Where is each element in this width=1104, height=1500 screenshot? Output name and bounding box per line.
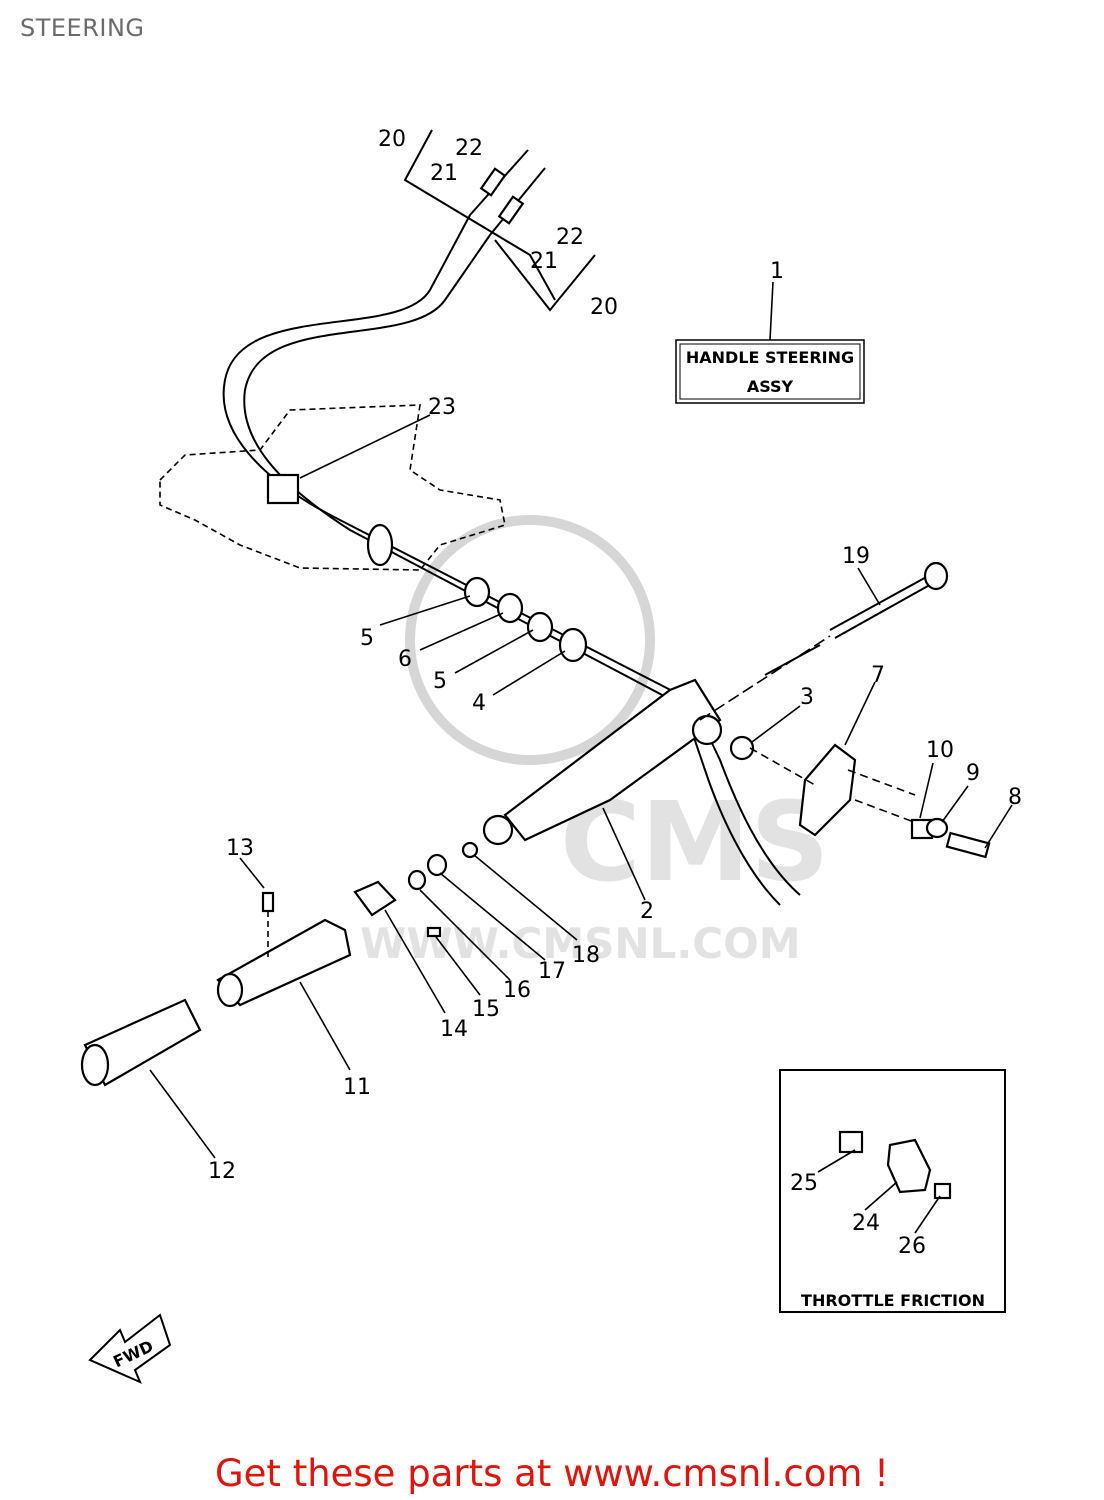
callout-8: 8 — [1008, 785, 1022, 810]
callout-4: 4 — [472, 691, 486, 716]
page-title: STEERING — [20, 14, 145, 42]
shaft-19 — [699, 561, 949, 721]
bolt-8 — [945, 831, 991, 859]
callout-22b: 22 — [556, 225, 584, 250]
callout-1: 1 — [770, 259, 784, 284]
steering-parts-diagram: CMS WWW.CMSNL.COM HANDLE STEERING ASSY — [80, 127, 1022, 1384]
callout-9: 9 — [966, 761, 980, 786]
nut-18 — [461, 841, 479, 859]
callout-13: 13 — [226, 836, 254, 861]
screw-15 — [426, 926, 442, 938]
grommet-5a — [463, 576, 491, 608]
callout-12: 12 — [208, 1159, 236, 1184]
engine-outline — [159, 404, 506, 571]
assembly-label-line1: HANDLE STEERING — [686, 348, 854, 367]
grommets — [366, 523, 588, 663]
callout-17: 17 — [538, 959, 566, 984]
callout-23: 23 — [428, 395, 456, 420]
inset-caption: THROTTLE FRICTION — [801, 1291, 985, 1310]
callout-20b: 20 — [590, 295, 618, 320]
assembly-label-line2: ASSY — [747, 377, 794, 396]
callout-7: 7 — [871, 663, 885, 688]
callout-15: 15 — [472, 997, 500, 1022]
friction-piece-24 — [886, 1138, 932, 1194]
grommet-5b — [526, 611, 554, 643]
fwd-arrow: FWD — [88, 1313, 172, 1384]
assembly-label-box: HANDLE STEERING ASSY — [675, 281, 865, 404]
callout-2: 2 — [640, 899, 654, 924]
watermark-logo-circle — [405, 515, 655, 765]
callouts: 1 2 3 4 5 5 6 7 8 9 10 11 12 13 14 15 16… — [208, 127, 1022, 1259]
callout-3: 3 — [800, 685, 814, 710]
bolt-25 — [838, 1130, 864, 1154]
callout-6: 6 — [398, 647, 412, 672]
throttle-grip-parts — [80, 841, 479, 1087]
throttle-cables — [222, 129, 801, 906]
throttle-friction-inset: THROTTLE FRICTION — [779, 1069, 1006, 1313]
get-parts-link[interactable]: Get these parts at www.cmsnl.com ! — [214, 1452, 889, 1495]
callout-10: 10 — [926, 738, 954, 763]
spring-17 — [426, 853, 448, 877]
cable-joint-21a — [479, 167, 507, 197]
callout-14: 14 — [440, 1017, 468, 1042]
collar-6 — [496, 592, 524, 624]
screw-13 — [261, 891, 275, 913]
callout-26: 26 — [898, 1234, 926, 1259]
callout-16: 16 — [503, 978, 531, 1003]
callout-5a: 5 — [360, 626, 374, 651]
callout-18: 18 — [572, 943, 600, 968]
cable-clamp-23 — [266, 473, 300, 505]
cable-joint-21b — [497, 195, 525, 225]
cam-14 — [353, 880, 397, 917]
nut-26 — [933, 1182, 952, 1200]
callout-11: 11 — [343, 1075, 371, 1100]
leader-lines — [149, 414, 1013, 1234]
callout-21b: 21 — [530, 249, 558, 274]
grommet-4 — [558, 627, 588, 663]
grommet-main — [366, 523, 394, 567]
friction-plate-group — [729, 735, 991, 859]
washer-3 — [729, 735, 755, 761]
callout-20a: 20 — [378, 127, 406, 152]
washer-16 — [407, 869, 427, 891]
washer-9 — [925, 817, 949, 839]
plate-7 — [798, 743, 857, 837]
callout-21a: 21 — [430, 161, 458, 186]
callout-5b: 5 — [433, 669, 447, 694]
callout-22a: 22 — [455, 136, 483, 161]
callout-25: 25 — [790, 1171, 818, 1196]
callout-19: 19 — [842, 544, 870, 569]
callout-24: 24 — [852, 1211, 880, 1236]
